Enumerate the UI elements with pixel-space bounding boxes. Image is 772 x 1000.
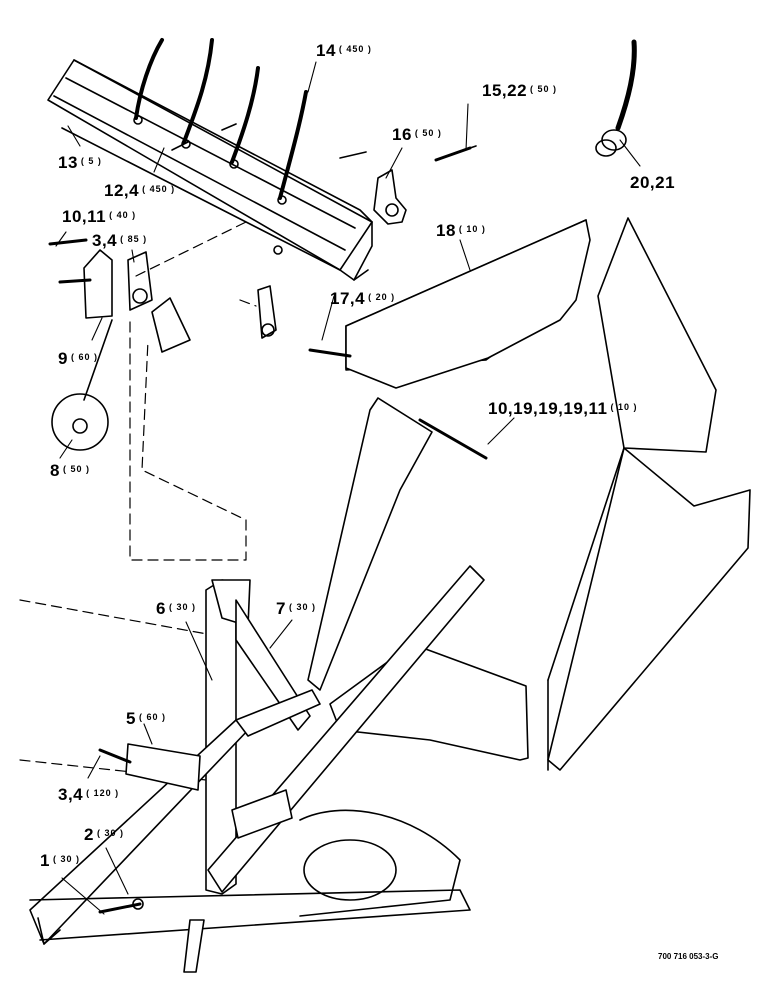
figure-reference: 700 716 053-3-G (658, 952, 719, 961)
hanging-panels (307, 397, 529, 761)
callout-3-4-bottom: 3,4( 120 ) (58, 785, 120, 804)
spring-tine (595, 39, 637, 157)
detail-circle (51, 319, 113, 451)
mount-brackets (48, 238, 488, 460)
callout-16: 16( 50 ) (392, 125, 442, 144)
callout-5: 5( 60 ) (126, 709, 166, 728)
callout-6: 6( 30 ) (156, 599, 196, 618)
callout-10-11: 10,11( 40 ) (62, 207, 137, 226)
callout-2: 2( 30 ) (84, 825, 124, 844)
callout-14: 14( 450 ) (316, 41, 372, 60)
tine-bar (47, 38, 373, 281)
alignment-lines (19, 221, 257, 781)
callout-20-21: 20,21 (630, 173, 676, 192)
callout-1: 1( 30 ) (40, 851, 80, 870)
callout-3-4-top: 3,4( 85 ) (92, 231, 148, 250)
callout-7: 7( 30 ) (276, 599, 316, 618)
callout-12-4: 12,4( 450 ) (104, 181, 176, 200)
callout-15-22: 15,22( 50 ) (482, 81, 558, 100)
callout-17-4: 17,4( 20 ) (330, 289, 396, 308)
frame-assembly (29, 565, 485, 973)
tine-clamp (373, 145, 477, 225)
callout-8: 8( 50 ) (50, 461, 90, 480)
callout-13: 13( 5 ) (58, 153, 102, 172)
shield-panel (345, 217, 751, 771)
callout-18: 18( 10 ) (436, 221, 486, 240)
leader-lines (55, 61, 641, 915)
callout-10-19-11: 10,19,19,19,11( 10 ) (488, 399, 638, 418)
callout-9: 9( 60 ) (58, 349, 98, 368)
